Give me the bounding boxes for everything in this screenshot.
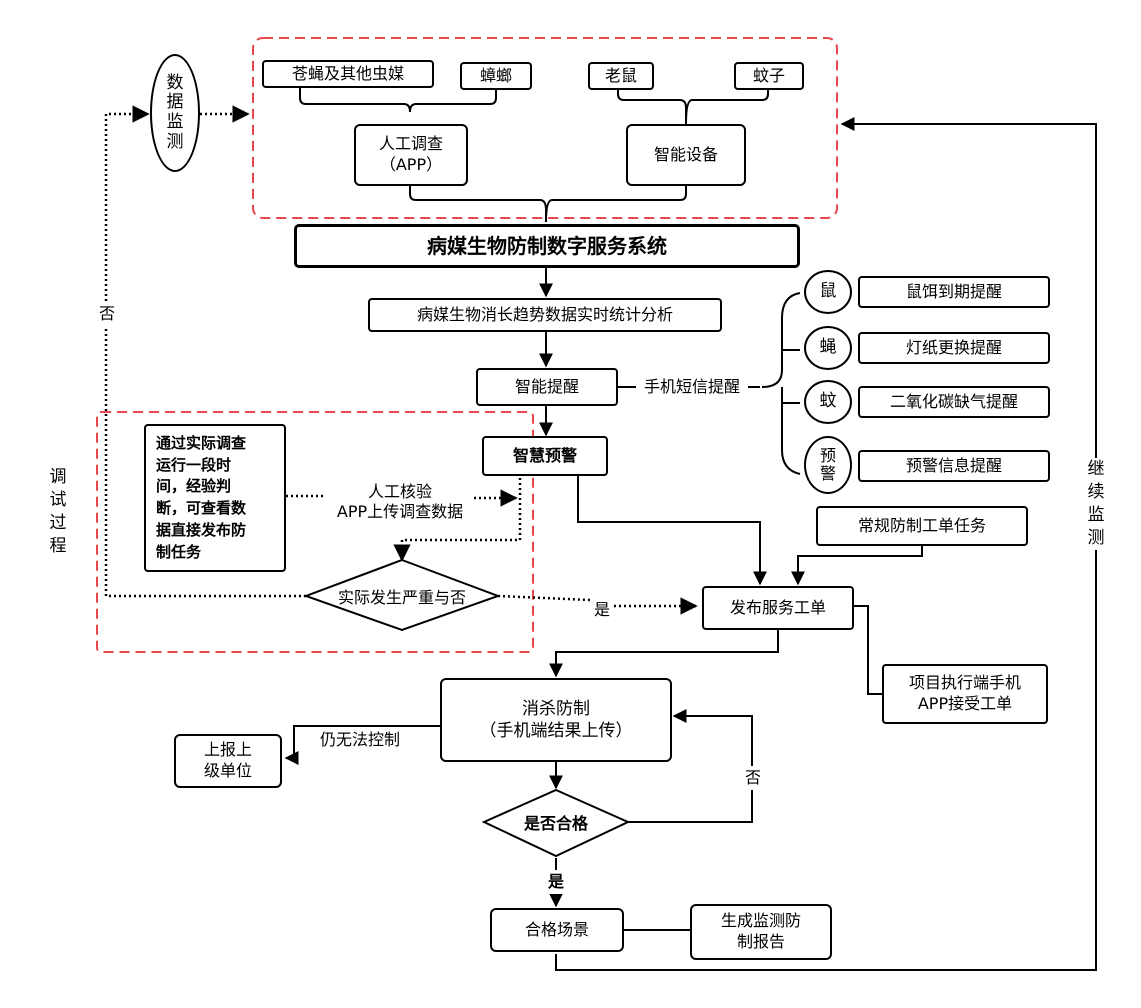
smart-reminder-box: 智能提醒: [476, 368, 618, 406]
continue-monitoring-loop: [555, 117, 1097, 971]
flies-box: 苍蝇及其他虫媒: [262, 60, 434, 88]
stats-analysis-box: 病媒生物消长趋势数据实时统计分析: [368, 298, 722, 332]
brace-device: [617, 86, 769, 125]
generate-report-box: 生成监测防 制报告: [690, 904, 832, 960]
routine-to-issue: [791, 546, 923, 586]
smart-device-box: 智能设备: [626, 124, 746, 186]
reminder-lamp-paper: 灯纸更换提醒: [858, 332, 1050, 364]
decision-to-yes: [497, 594, 591, 602]
input-region-dashed: [252, 37, 838, 219]
no-label-retry: 否: [742, 766, 764, 790]
system-title-box: 病媒生物防制数字服务系统: [294, 224, 800, 268]
brace-survey: [299, 86, 497, 113]
reminder-rat-bait: 鼠饵到期提醒: [858, 276, 1050, 308]
yes-label-issue: 是: [593, 600, 610, 619]
sms-reminder-label: 手机短信提醒: [636, 376, 748, 398]
debug-process-label: 调 试 过 程: [49, 467, 67, 556]
yes-label-qualified: 是: [544, 870, 568, 894]
warning-to-decision: [393, 478, 522, 562]
issue-to-executor: [852, 605, 882, 695]
issue-order-box: 发布服务工单: [702, 586, 854, 630]
continue-monitoring-label: 继 续 监 测: [1084, 458, 1108, 550]
mosquito-box: 蚊子: [734, 62, 804, 90]
reminder-warning-info: 预警信息提醒: [858, 450, 1050, 482]
still-uncontrolled-label: 仍无法控制: [310, 728, 410, 752]
reminder-icon-fly: 蝇: [804, 326, 852, 370]
debug-region-dashed: [96, 411, 534, 653]
reminder-co2: 二氧化碳缺气提醒: [858, 386, 1050, 418]
rats-box: 老鼠: [588, 62, 654, 90]
warning-to-issue: [577, 470, 767, 586]
elimination-box: 消杀防制 （手机端结果上传）: [440, 678, 672, 762]
data-monitoring-oval: 数 据 监 测: [150, 54, 200, 172]
reminder-icon-mosquito: 蚊: [804, 380, 852, 424]
cockroach-box: 蟑螂: [460, 62, 532, 90]
manual-verify-label: 人工核验 APP上传调查数据: [336, 482, 464, 521]
report-superior-box: 上报上 级单位: [174, 734, 282, 788]
debug-note-box: 通过实际调查 运行一段时 间，经验判 断，可查看数 据直接发布防 制任务: [144, 424, 286, 572]
qualified-decision-text: 是否合格: [523, 814, 588, 833]
no-loop-to-monitor: [104, 105, 306, 598]
qualified-decision-diamond: [481, 788, 631, 858]
issue-to-elimination: [549, 630, 779, 678]
no-label-left: 否: [96, 302, 118, 326]
qualified-scene-box: 合格场景: [490, 908, 624, 952]
reminder-icon-rat: 鼠: [804, 270, 852, 314]
reminder-icon-warning: 预 警: [804, 436, 852, 494]
brace-reminders: [761, 292, 801, 475]
executor-app-box: 项目执行端手机 APP接受工单: [882, 664, 1048, 724]
serious-decision-diamond: [303, 558, 501, 632]
routine-task-box: 常规防制工单任务: [816, 506, 1028, 546]
serious-decision-text: 实际发生严重与否: [337, 588, 466, 607]
smart-warning-box: 智慧预警: [482, 436, 608, 476]
elim-to-report: [284, 725, 440, 765]
brace-system: [409, 184, 687, 223]
manual-survey-box: 人工调查 （APP）: [354, 124, 468, 186]
